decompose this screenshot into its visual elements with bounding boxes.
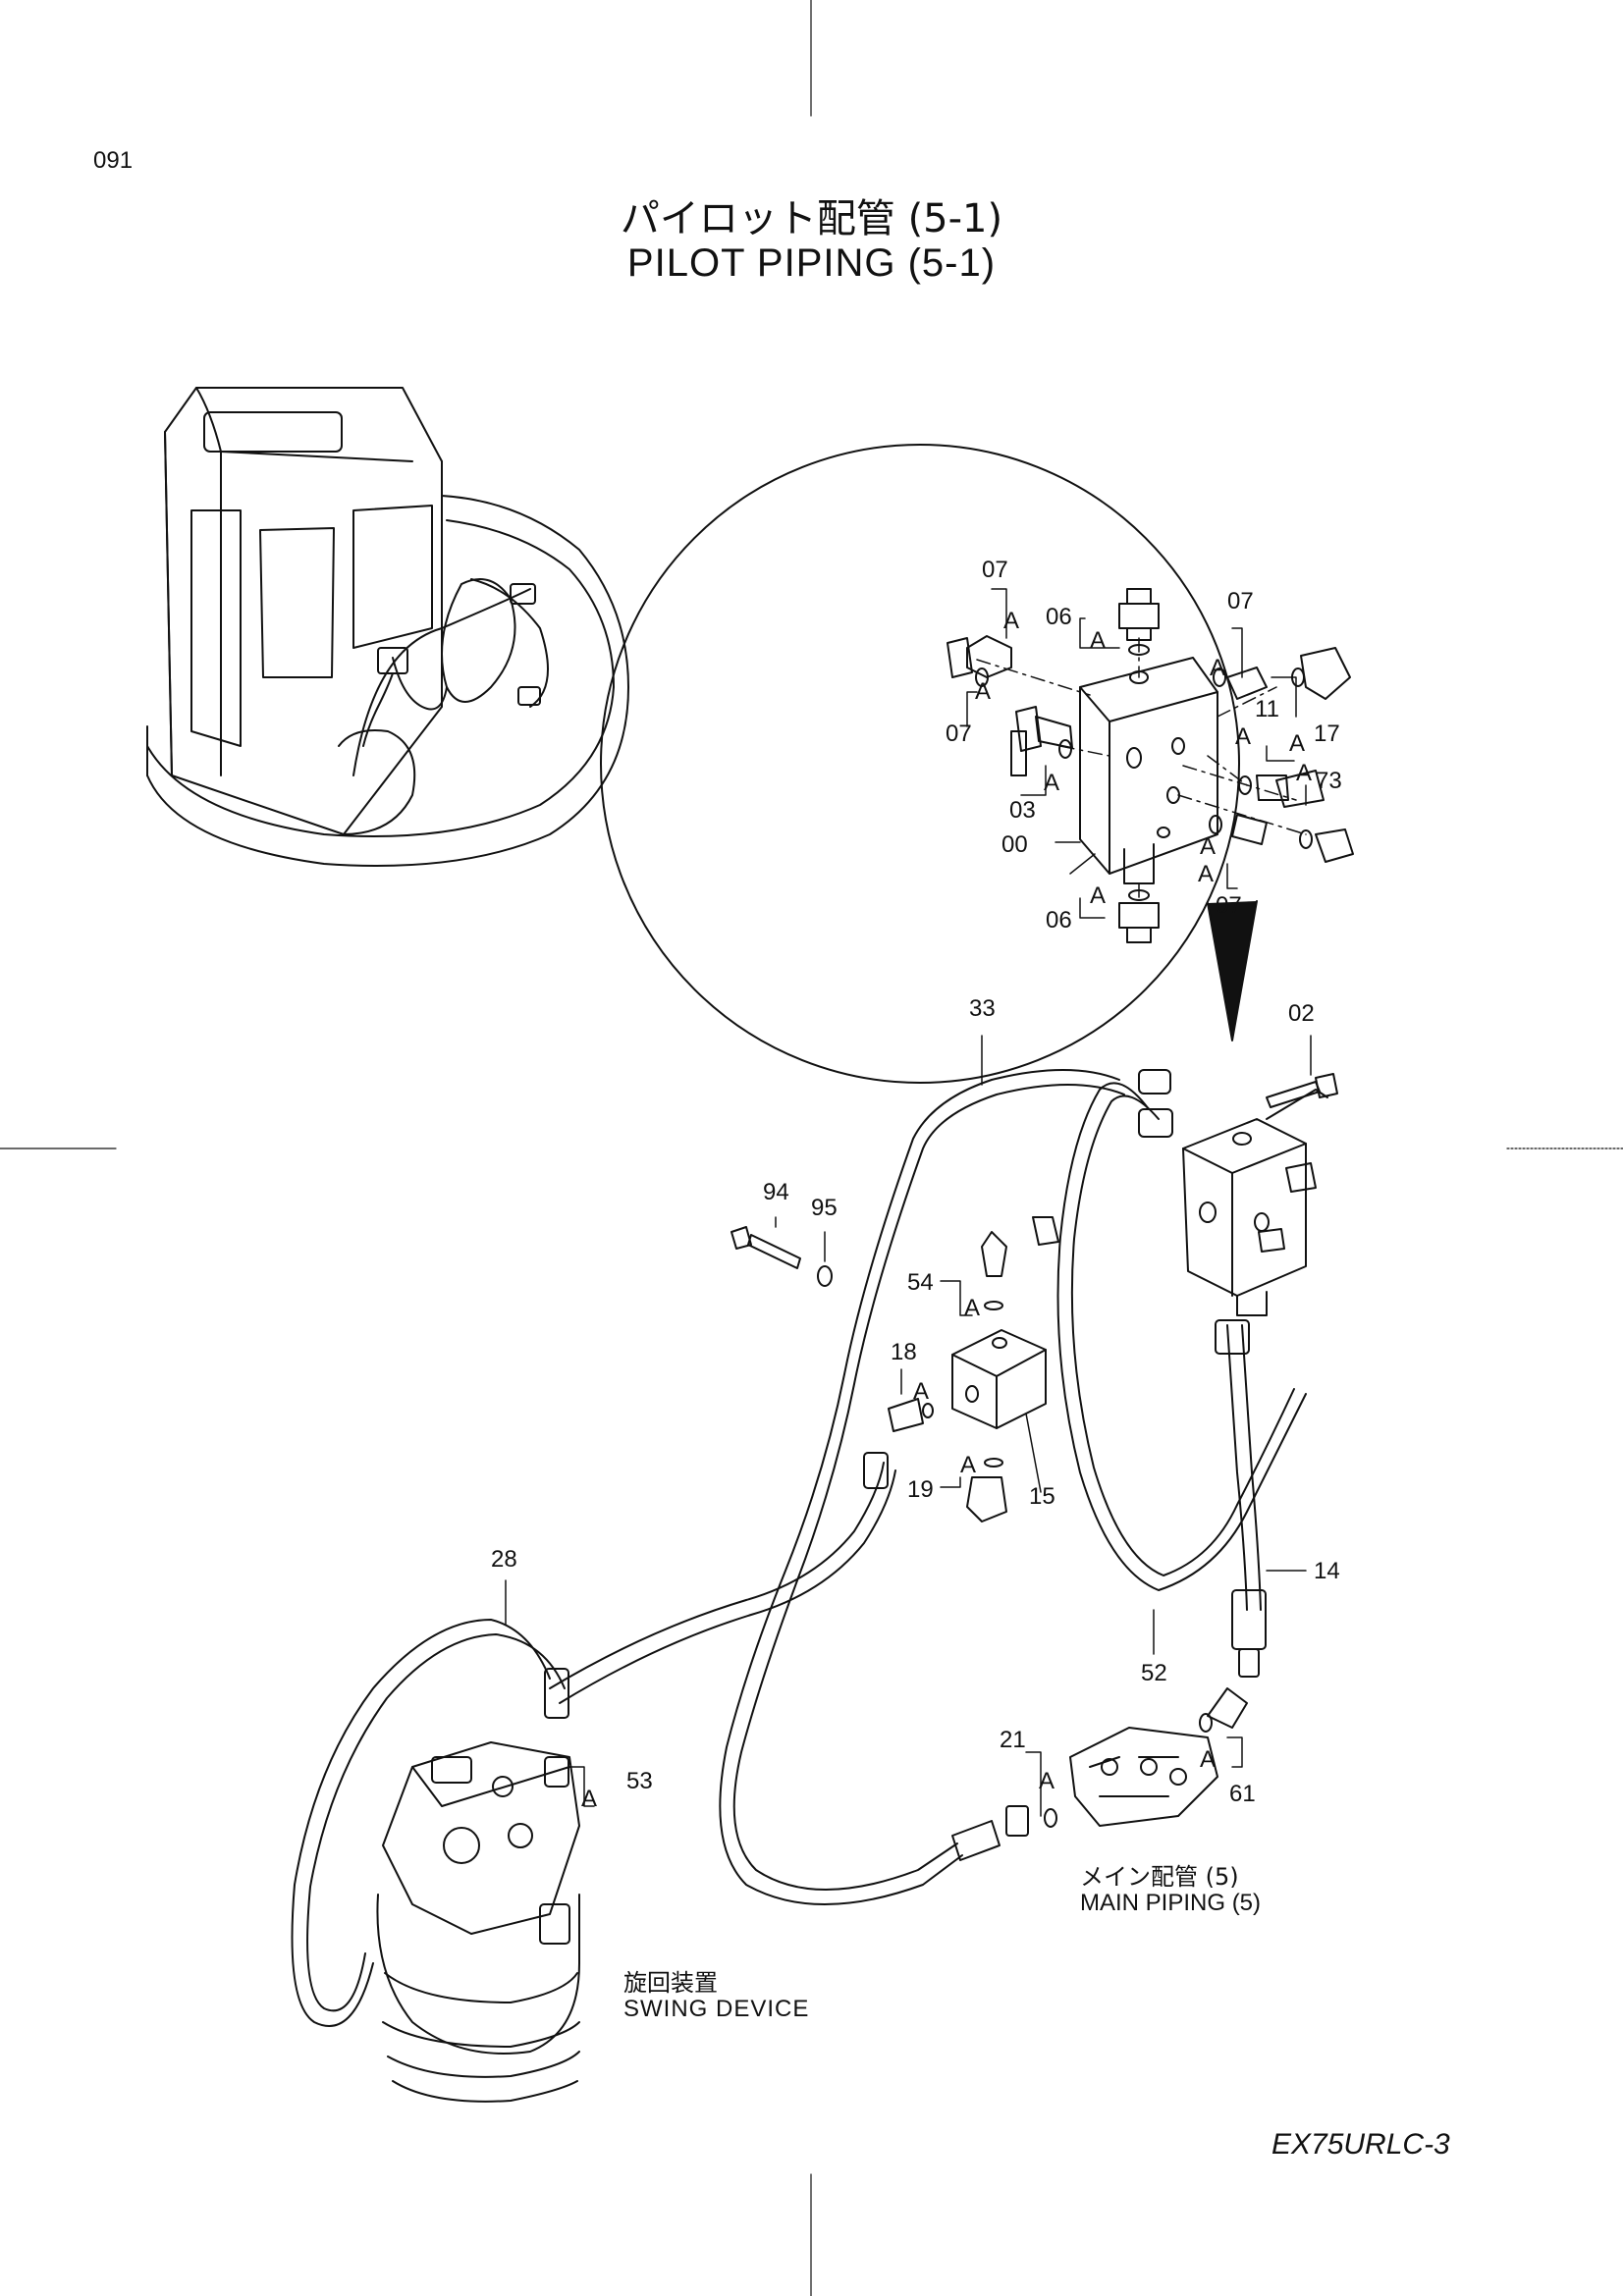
hose-fittings xyxy=(544,1069,1267,1861)
page-title-japanese: パイロット配管 (5-1) xyxy=(620,196,1003,241)
bolt-02 xyxy=(1266,1073,1338,1108)
fitting-parts xyxy=(947,588,1354,943)
inset-mark-a: A xyxy=(1003,608,1019,634)
inset-label-06-top: 06 xyxy=(1046,604,1072,630)
inset-mark-a: A xyxy=(1296,760,1312,786)
part-mark-a: A xyxy=(960,1452,976,1478)
inset-label-06-bottom: 06 xyxy=(1046,907,1072,934)
part-mark-a: A xyxy=(964,1295,980,1321)
part-mark-a: A xyxy=(1039,1768,1055,1794)
inset-label-07-left: 07 xyxy=(946,721,972,747)
part-number-labels: 33 02 94 95 54 18 15 19 14 28 52 21 53 6… xyxy=(491,995,1340,1807)
part-label-53: 53 xyxy=(626,1768,653,1794)
inset-label-07-right-top: 07 xyxy=(1227,588,1254,614)
main-piping-reference-en: MAIN PIPING (5) xyxy=(1080,1890,1262,1916)
swing-device xyxy=(376,1741,580,2103)
part-label-94: 94 xyxy=(763,1179,789,1205)
inset-label-07-bottom: 07 xyxy=(1216,892,1242,919)
inset-label-11: 11 xyxy=(1255,696,1279,722)
inset-label-07-top: 07 xyxy=(982,557,1008,583)
part-label-14: 14 xyxy=(1314,1558,1340,1584)
part-label-61: 61 xyxy=(1229,1781,1256,1807)
part-label-95: 95 xyxy=(811,1195,838,1221)
part-label-52: 52 xyxy=(1141,1660,1167,1686)
inset-mark-a: A xyxy=(1090,882,1106,909)
inset-leaders xyxy=(966,588,1307,919)
page-number: 091 xyxy=(93,147,134,174)
main-piping-reference-jp: メイン配管 (5) xyxy=(1080,1863,1239,1891)
swing-device-reference-en: SWING DEVICE xyxy=(623,1996,810,2022)
inset-part-labels: 07 06 07 07 11 17 03 73 00 07 06 xyxy=(946,557,1342,934)
swing-device-reference-jp: 旋回装置 xyxy=(623,1969,718,1997)
inset-mark-a: A xyxy=(1044,770,1059,796)
label-leaders xyxy=(505,1035,1312,1817)
part-mark-a: A xyxy=(1200,1746,1216,1773)
bolt-94-washer-95 xyxy=(730,1226,833,1287)
part-label-33: 33 xyxy=(969,995,996,1022)
junction-block-15 xyxy=(888,1231,1047,1522)
part-label-19: 19 xyxy=(907,1476,934,1503)
inset-mark-a: A xyxy=(1090,627,1106,654)
page-title-english: PILOT PIPING (5-1) xyxy=(626,241,997,285)
part-label-15: 15 xyxy=(1029,1483,1055,1510)
part-mark-a: A xyxy=(913,1378,929,1405)
inset-mark-a: A xyxy=(1200,833,1216,860)
hose-lines xyxy=(291,1069,1307,2027)
part-label-02: 02 xyxy=(1288,1000,1315,1027)
excavator-overview-illustration xyxy=(146,387,629,867)
part-label-28: 28 xyxy=(491,1546,517,1573)
model-number: EX75URLC-3 xyxy=(1271,2128,1450,2161)
inset-mark-a: A xyxy=(1235,723,1251,750)
inset-mark-a: A xyxy=(975,678,991,705)
inset-mark-a: A xyxy=(1198,861,1214,887)
part-label-54: 54 xyxy=(907,1269,934,1296)
part-label-18: 18 xyxy=(891,1339,917,1365)
inset-mark-a: A xyxy=(1289,730,1305,757)
part-mark-a: A xyxy=(581,1786,597,1812)
inset-mark-a: A xyxy=(1210,655,1225,681)
part-label-21: 21 xyxy=(1000,1727,1026,1753)
inset-label-73: 73 xyxy=(1316,768,1342,794)
inset-a-marks: A A A A A A A A A A A xyxy=(975,608,1312,909)
inset-label-03: 03 xyxy=(1009,797,1036,824)
main-control-valve xyxy=(1044,1713,1218,1828)
inset-label-00: 00 xyxy=(1001,831,1028,858)
pilot-valve-block xyxy=(1182,1089,1328,1316)
part-a-marks: A A A A A A xyxy=(581,1295,1216,1812)
inset-label-17: 17 xyxy=(1314,721,1340,747)
valve-detail-inset xyxy=(600,444,1354,1084)
